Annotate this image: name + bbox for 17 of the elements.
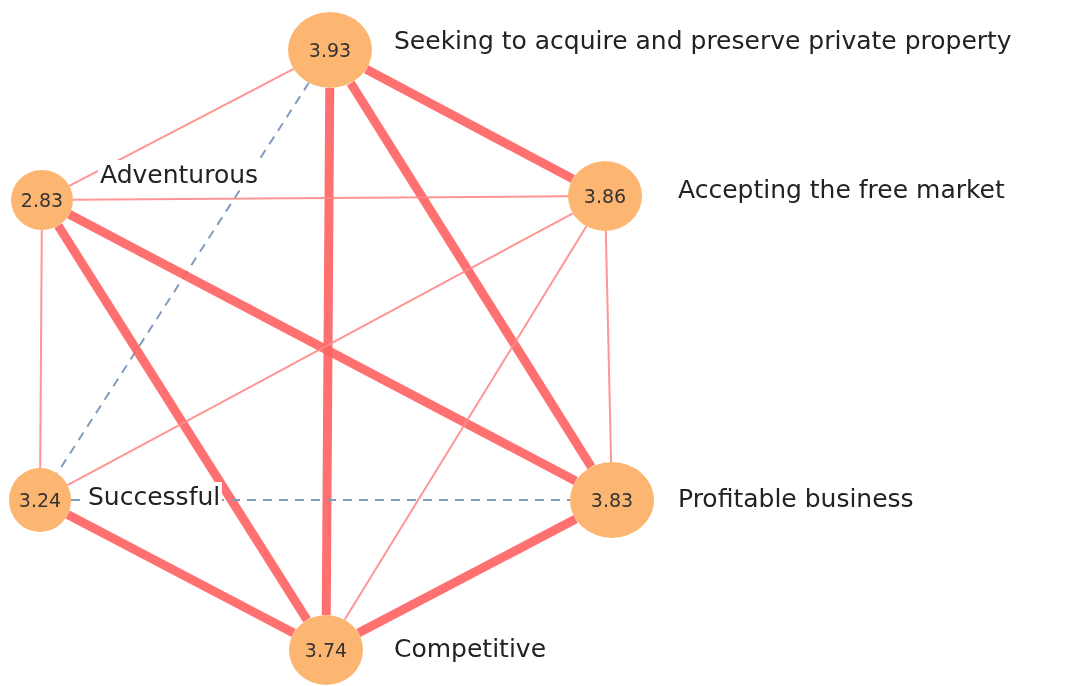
value-circle: 3.24	[9, 468, 71, 532]
connector-line	[65, 510, 296, 637]
value-circle: 3.83	[570, 462, 654, 538]
connector-line	[68, 67, 295, 187]
value-circle: 3.93	[288, 12, 372, 88]
connector-line	[72, 195, 569, 201]
value-circle: 2.83	[11, 170, 73, 230]
connector-line	[343, 225, 588, 621]
value-circle: 3.74	[289, 615, 363, 685]
value-circle: 3.86	[568, 161, 642, 231]
connector-line	[364, 65, 575, 183]
connector-line	[356, 515, 578, 637]
connector-line	[346, 80, 596, 470]
connector-line	[604, 230, 613, 463]
connector-line	[39, 229, 43, 469]
connector-line	[54, 223, 311, 623]
connector-line	[321, 87, 335, 616]
